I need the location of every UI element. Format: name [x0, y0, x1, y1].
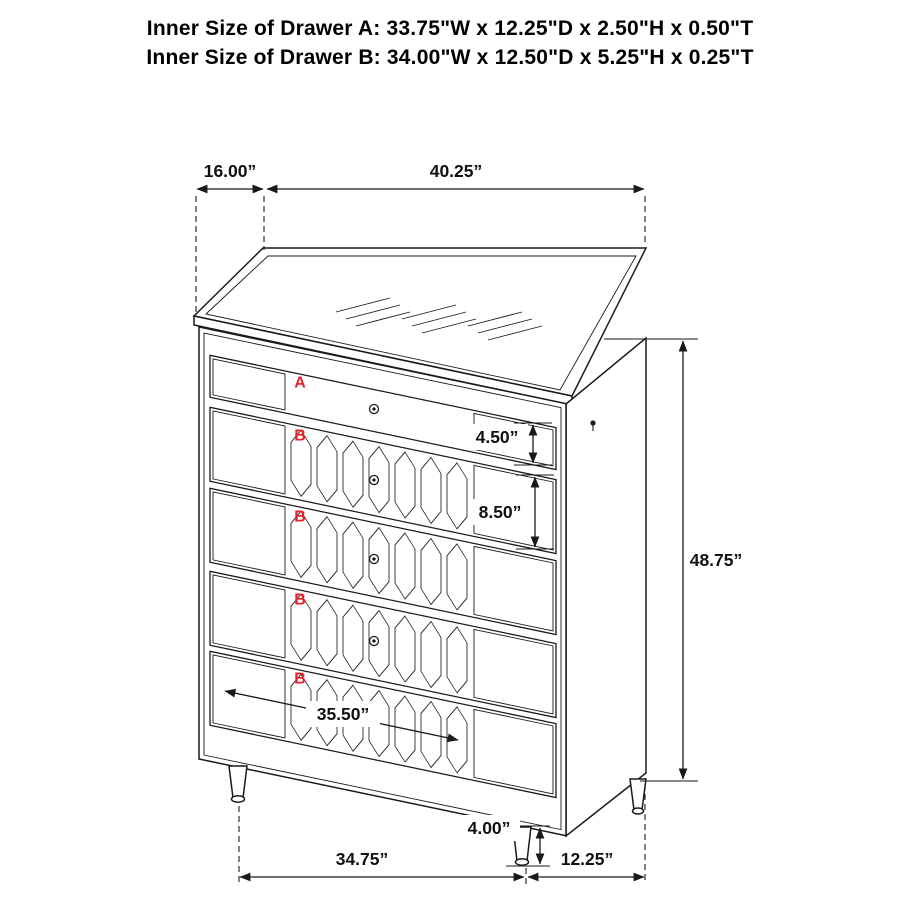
top-width-label: 40.25”	[430, 161, 483, 181]
drawer-b4-letter: B	[294, 671, 306, 688]
drawer-b3-left-lattice-panel	[212, 574, 286, 659]
dimension-drawer-a-height: 4.50”	[466, 422, 552, 466]
chest-right-side	[565, 336, 647, 838]
drawer-b1-letter: B	[294, 428, 306, 445]
drawer-inner-width-label-box	[306, 701, 380, 727]
drawer-b4-right-lattice-panel	[473, 708, 554, 795]
front-frame-line	[203, 332, 562, 831]
leg-height-label-box	[458, 815, 520, 841]
front-right-leg	[512, 826, 532, 866]
top-surface-grain-lines	[335, 297, 543, 341]
chest-front-face	[198, 326, 567, 837]
drawer-a-inner-size-text: Inner Size of Drawer A: 33.75"W x 12.25"…	[146, 17, 754, 40]
drawer-b-height-label: 8.50”	[479, 502, 522, 522]
drawer-a-height-label: 4.50”	[476, 427, 519, 447]
drawer-b3-front	[209, 570, 557, 719]
drawer-b2-left-lattice-panel	[212, 491, 286, 576]
dimension-drawer-b-height: 8.50”	[469, 474, 554, 550]
dimension-leg-height: 4.00”	[458, 815, 550, 867]
back-right-leg	[629, 778, 647, 815]
drawer-b3-right-lattice-panel	[473, 628, 554, 715]
dimension-base-depth: 12.25”	[527, 784, 646, 884]
dimension-base-width: 34.75”	[238, 806, 527, 884]
drawer-knob	[368, 553, 380, 565]
overall-height-label: 48.75”	[690, 550, 743, 570]
front-left-leg	[228, 765, 248, 803]
drawer-b2-letter: B	[294, 509, 306, 526]
drawer-knob	[368, 474, 380, 486]
drawer-a-left-lattice-panel	[212, 358, 286, 411]
leg-height-label: 4.00”	[468, 818, 511, 838]
drawer-b2-front	[209, 487, 557, 636]
drawer-b-height-label-box	[469, 499, 531, 525]
base-depth-label: 12.25”	[561, 849, 614, 869]
base-width-label: 34.75”	[336, 849, 389, 869]
drawer-a-height-label-box	[466, 424, 528, 450]
dimension-top-depth: 16.00”	[195, 161, 265, 312]
top-depth-label: 16.00”	[204, 161, 257, 181]
title-block: Inner Size of Drawer A: 33.75"W x 12.25"…	[0, 14, 900, 72]
drawer-b1-left-lattice-panel	[212, 410, 286, 495]
dimension-overall-height: 48.75”	[604, 338, 743, 782]
side-keyhole-dot	[590, 420, 596, 426]
dimension-top-width: 40.25”	[266, 161, 646, 246]
side-face	[565, 336, 647, 838]
drawer-knob	[368, 403, 380, 415]
drawer-b2-right-lattice-panel	[473, 545, 554, 632]
drawer-inner-width-label: 35.50”	[317, 704, 370, 724]
drawer-b-inner-size-text: Inner Size of Drawer B: 34.00"W x 12.50"…	[146, 46, 754, 69]
drawer-knob	[368, 635, 380, 647]
drawer-a-letter: A	[294, 375, 306, 392]
drawer-b3-letter: B	[294, 592, 306, 609]
dimension-drawer-inner-width: 35.50”	[224, 688, 459, 743]
top-face-inner-border	[205, 255, 637, 391]
